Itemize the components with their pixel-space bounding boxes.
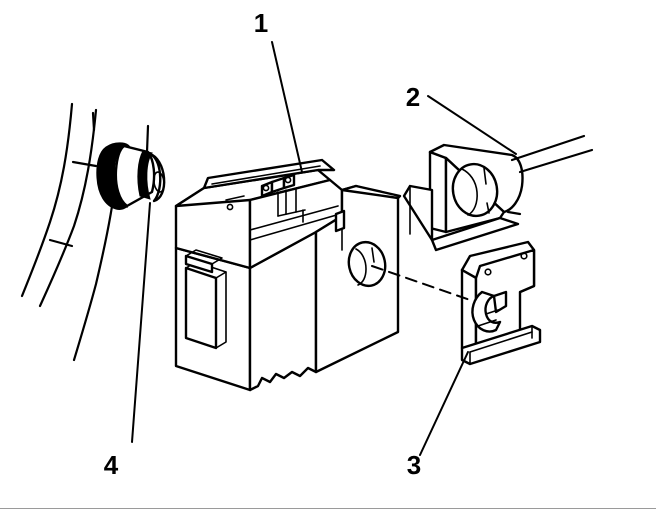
leader-line-1	[271, 41, 303, 173]
leader-line-3	[419, 351, 469, 456]
callout-leaders	[131, 41, 517, 456]
callout-label-3: 3	[407, 450, 421, 480]
lower-mounting-bracket	[460, 240, 542, 366]
upper-clamp-bracket	[402, 134, 594, 252]
callout-labels: 1 2 3 4	[104, 8, 421, 480]
leader-line-2	[427, 95, 517, 155]
footer-divider	[0, 508, 656, 509]
leader-line-4	[131, 202, 151, 443]
callout-label-4: 4	[104, 450, 119, 480]
leader-line-hole-link	[371, 265, 471, 301]
callout-label-1: 1	[254, 8, 268, 38]
hose-lines	[20, 102, 117, 362]
callout-label-2: 2	[406, 82, 420, 112]
grommet-connector	[96, 124, 166, 210]
main-housing-module	[174, 158, 402, 392]
